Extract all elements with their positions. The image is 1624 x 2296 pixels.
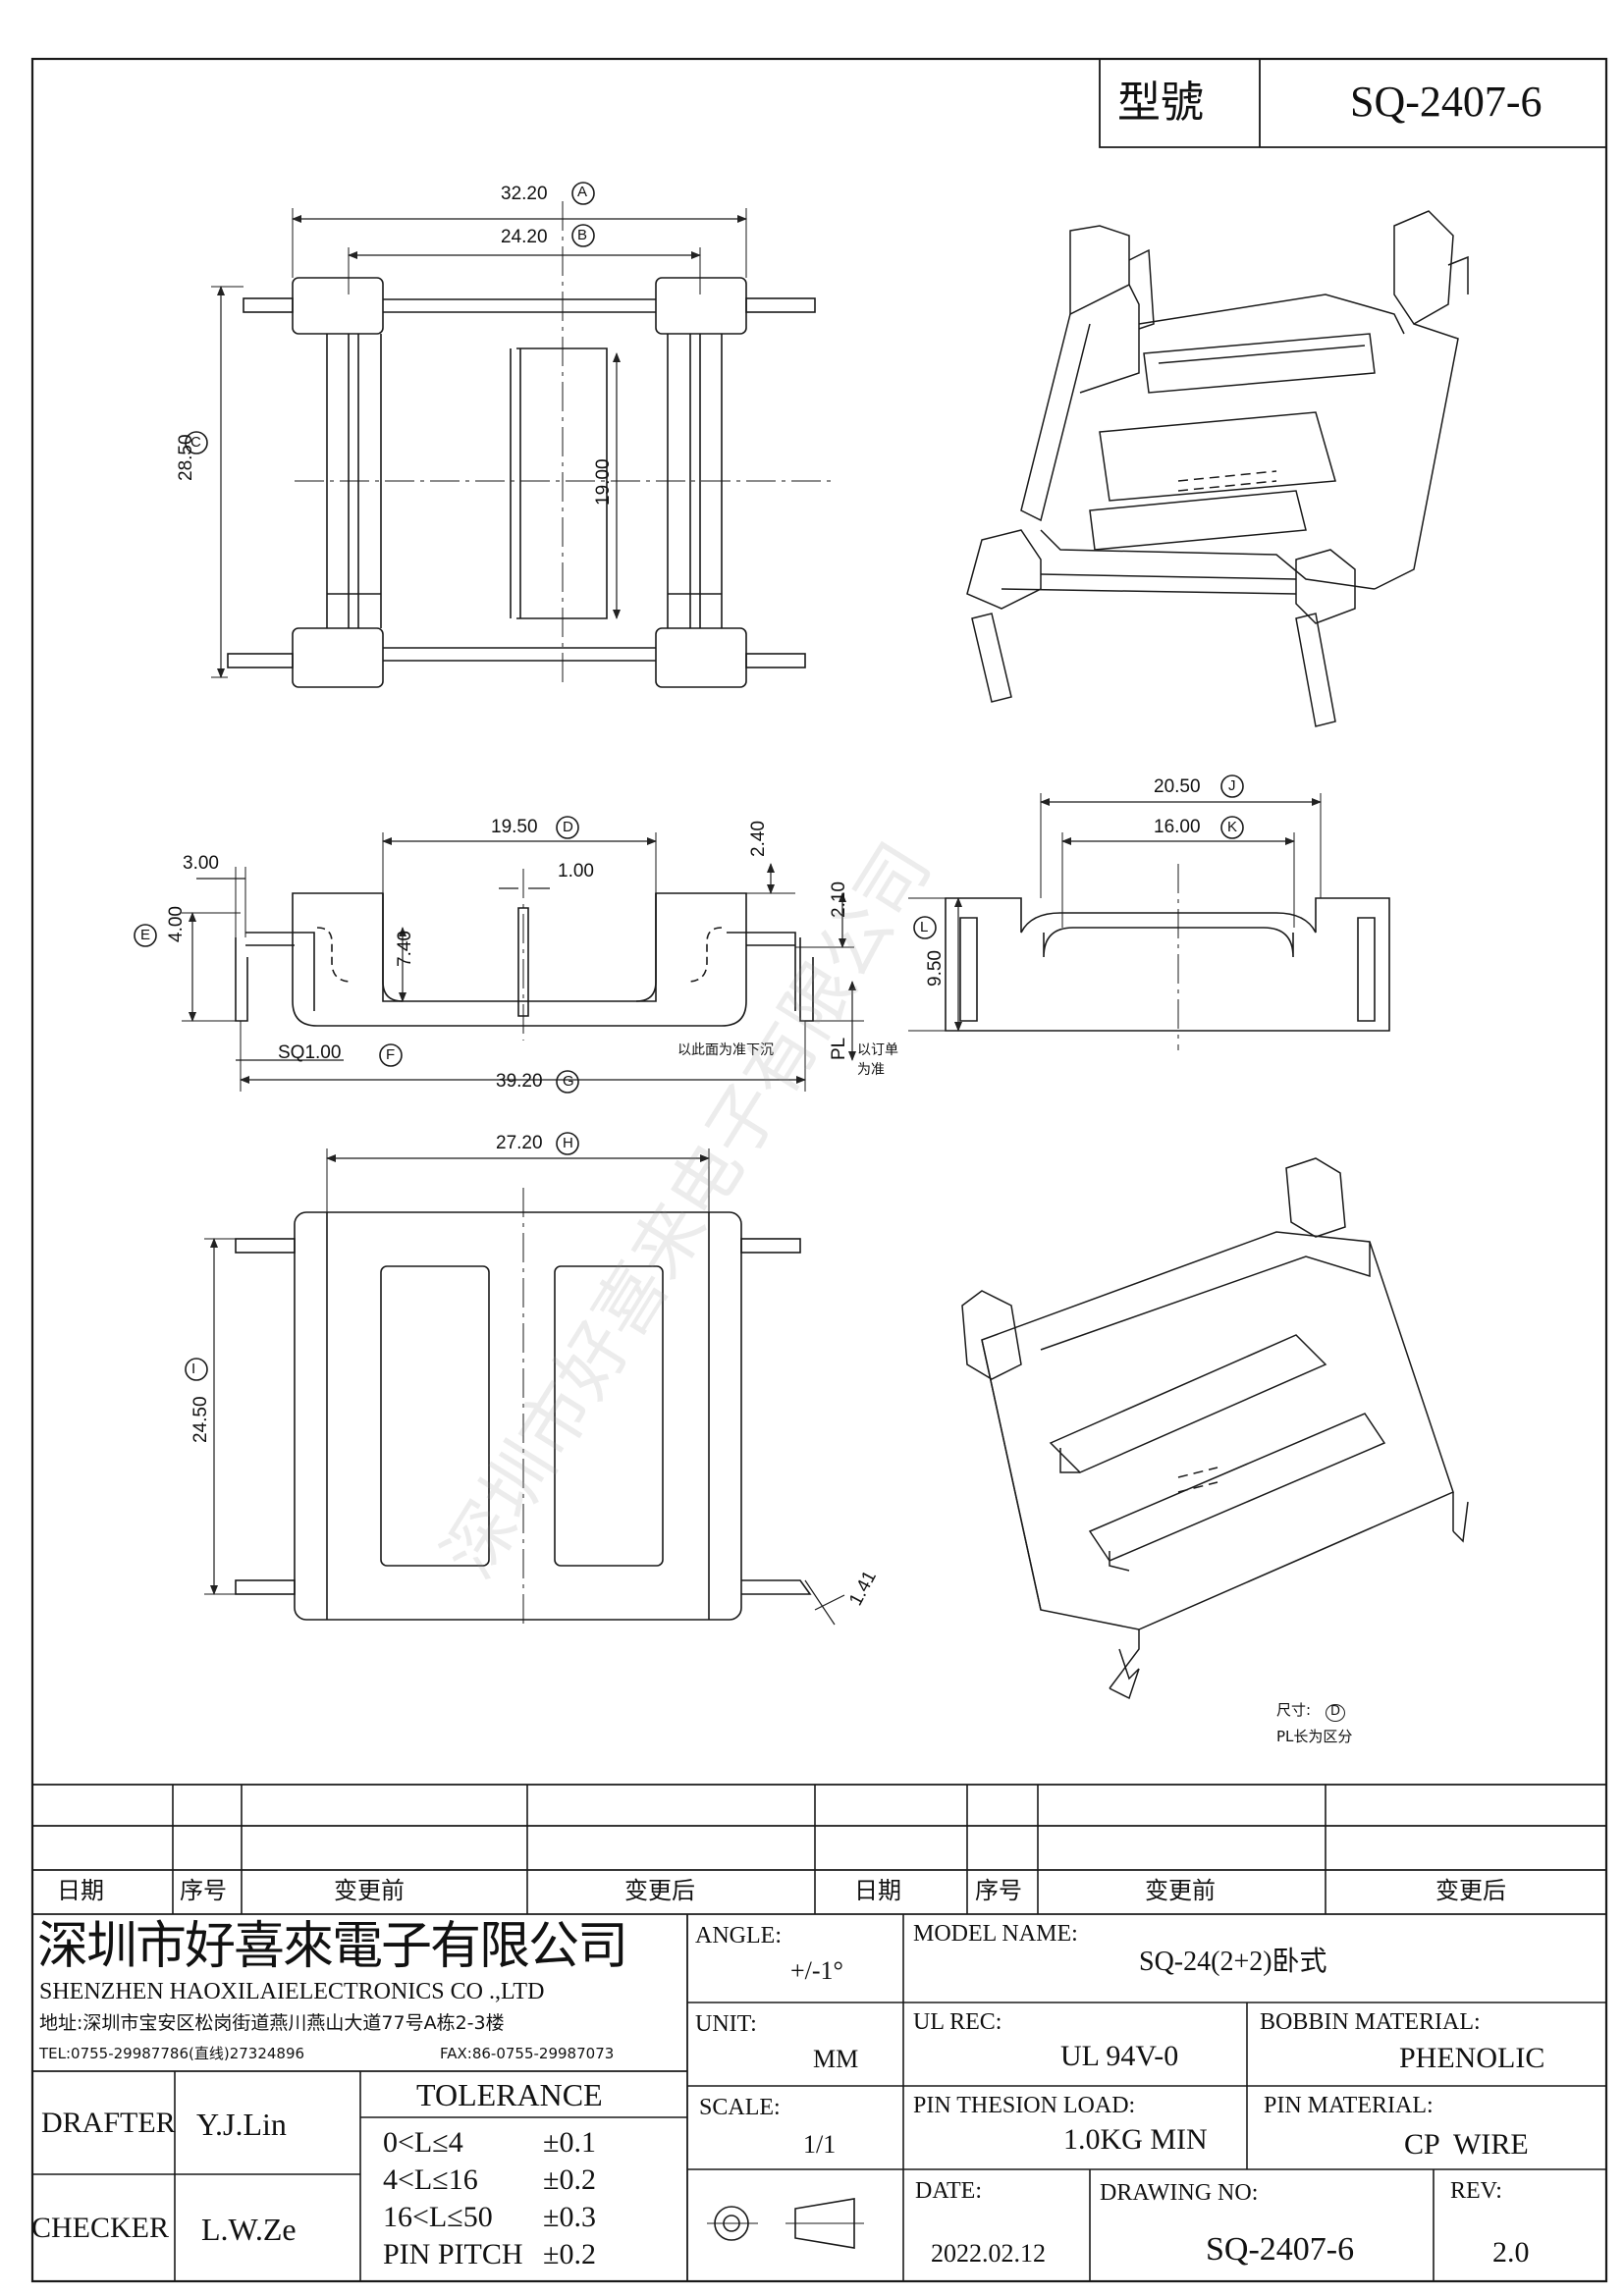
dim-I-tag: I — [191, 1361, 196, 1377]
rev-header-seq-1: 序号 — [180, 1877, 227, 1904]
tolerance-range-2: 16<L≤50 — [383, 2201, 493, 2233]
dim-J-tag: J — [1228, 777, 1236, 794]
dim-B-tag: B — [577, 227, 588, 243]
dim-inner-height: 19.00 — [593, 458, 614, 506]
dim-L-tag: L — [920, 919, 929, 935]
checker-label: CHECKER — [31, 2212, 170, 2244]
model-value: SQ-2407-6 — [1350, 78, 1543, 126]
angle-label: ANGLE: — [695, 1923, 782, 1949]
tolerance-value-0: ±0.1 — [543, 2126, 596, 2159]
pl-note-2: 为准 — [857, 1062, 885, 1078]
bobbin-value: PHENOLIC — [1399, 2042, 1545, 2074]
dim-7-40: 7.40 — [395, 931, 415, 967]
side-view — [908, 774, 1390, 1050]
dim-H-tag: H — [563, 1135, 573, 1151]
dim-G-tag: G — [563, 1073, 574, 1090]
revision-table — [32, 1784, 1606, 1915]
dim-E-tag: E — [140, 927, 151, 943]
unit-label: UNIT: — [695, 2011, 757, 2037]
scale-label: SCALE: — [699, 2095, 781, 2120]
pin-material-label: PIN MATERIAL: — [1264, 2093, 1434, 2118]
dim-J-value: 20.50 — [1154, 776, 1201, 797]
bottom-view — [185, 1132, 845, 1629]
isometric-view-top — [966, 210, 1469, 727]
dim-D-value: 19.50 — [491, 817, 538, 837]
dim-B-value: 24.20 — [501, 227, 548, 247]
isometric-view-bottom — [961, 1157, 1469, 1700]
pin-load-value: 1.0KG MIN — [1063, 2123, 1208, 2156]
dim-D-tag: D — [563, 819, 573, 835]
tolerance-title: TOLERANCE — [416, 2077, 603, 2112]
dim-A-value: 32.20 — [501, 184, 548, 204]
dim-K-tag: K — [1227, 819, 1238, 835]
dim-C-tag: C — [190, 434, 201, 451]
tolerance-range-3: PIN PITCH — [383, 2238, 523, 2270]
drafter-name: Y.J.Lin — [196, 2107, 287, 2142]
company-fax: FAX:86-0755-29987073 — [440, 2045, 615, 2062]
date-value: 2022.02.12 — [931, 2239, 1046, 2268]
front-view — [134, 816, 864, 1094]
ul-value: UL 94V-0 — [1060, 2040, 1179, 2072]
pl-range-note: PL长为区分 — [1276, 1728, 1353, 1745]
model-name-value: SQ-24(2+2)卧式 — [1139, 1947, 1327, 1977]
dim-I-value: 24.50 — [190, 1396, 211, 1443]
tolerance-value-3: ±0.2 — [543, 2238, 596, 2270]
dim-F-value: SQ1.00 — [278, 1042, 342, 1063]
rev-header-after-1: 变更后 — [624, 1877, 695, 1904]
tolerance-range-1: 4<L≤16 — [383, 2163, 478, 2196]
tolerance-value-1: ±0.2 — [543, 2163, 596, 2196]
drawing-no-label: DRAWING NO: — [1100, 2180, 1259, 2206]
size-note-tag: D — [1326, 1704, 1345, 1722]
rev-label: REV: — [1450, 2178, 1502, 2204]
pin-load-label: PIN THESION LOAD: — [913, 2093, 1136, 2118]
drawing-no-value: SQ-2407-6 — [1206, 2231, 1355, 2268]
drafter-label: DRAFTER — [41, 2107, 176, 2139]
checker-name: L.W.Ze — [201, 2212, 297, 2247]
pl-note-1: 以订单 — [857, 1042, 898, 1058]
scale-value: 1/1 — [803, 2130, 837, 2159]
company-name-en: SHENZHEN HAOXILAIELECTRONICS CO .,LTD — [39, 1979, 545, 2004]
tolerance-range-0: 0<L≤4 — [383, 2126, 463, 2159]
size-note: 尺寸: — [1276, 1701, 1312, 1719]
company-tel: TEL:0755-29987786(直线)27324896 — [39, 2045, 305, 2062]
top-view — [185, 182, 835, 688]
dim-F-tag: F — [386, 1046, 396, 1063]
dim-H-value: 27.20 — [496, 1133, 543, 1153]
pin-material-value: CP WIRE — [1404, 2128, 1529, 2161]
sink-note: 以此面为准下沉 — [677, 1042, 774, 1058]
unit-value: MM — [813, 2045, 859, 2073]
rev-header-date-1: 日期 — [57, 1877, 104, 1904]
rev-header-date-2: 日期 — [854, 1877, 901, 1904]
angle-value: +/-1° — [790, 1956, 843, 1985]
dim-2-40: 2.40 — [748, 821, 769, 857]
rev-header-seq-2: 序号 — [975, 1877, 1022, 1904]
rev-header-before-1: 变更前 — [334, 1877, 405, 1904]
dim-1-00: 1.00 — [558, 861, 594, 881]
dim-G-value: 39.20 — [496, 1071, 543, 1092]
rev-value: 2.0 — [1492, 2236, 1530, 2269]
bobbin-label: BOBBIN MATERIAL: — [1260, 2009, 1481, 2035]
rev-header-before-2: 变更前 — [1145, 1877, 1216, 1904]
sheet-border — [30, 57, 1608, 2283]
dim-E-value: 4.00 — [166, 906, 187, 942]
model-box — [1099, 59, 1606, 148]
dim-A-tag: A — [577, 184, 588, 200]
title-block — [32, 1914, 1606, 2281]
company-name-cn: 深圳市好喜來電子有限公司 — [37, 1917, 628, 1976]
dim-3-00: 3.00 — [183, 853, 219, 874]
rev-header-after-2: 变更后 — [1435, 1877, 1506, 1904]
tolerance-value-2: ±0.3 — [543, 2201, 596, 2233]
ul-label: UL REC: — [913, 2009, 1002, 2035]
dim-K-value: 16.00 — [1154, 817, 1201, 837]
company-address: 地址:深圳市宝安区松岗街道燕川燕山大道77号A栋2-3楼 — [39, 2012, 505, 2034]
model-name-label: MODEL NAME: — [913, 1921, 1078, 1947]
dim-L-value: 9.50 — [925, 950, 946, 987]
model-label: 型號 — [1117, 78, 1204, 128]
date-label: DATE: — [915, 2178, 982, 2204]
